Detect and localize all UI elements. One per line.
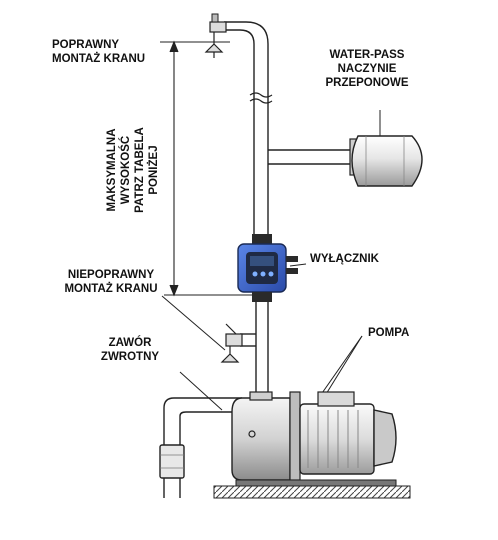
incorrect-faucet-icon [220,323,243,363]
ground-base [213,485,411,499]
expansion-tank [349,135,423,187]
tank-branch-pipe [268,149,350,165]
label-check-valve: ZAWÓR ZWROTNY [100,337,160,363]
pressure-switch-controller [237,234,298,302]
max-height-dimension [160,40,256,297]
label-expansion-tank: WATER-PASS NACZYNIE PRZEPONOWE [325,49,409,89]
pump-riser-pipe [240,300,269,398]
pump [231,391,397,487]
label-switch: WYŁĄCZNIK [310,253,379,265]
label-incorrect-faucet-mount: NIEPOPRAWNY MONTAŻ KRANU [64,269,158,295]
label-correct-faucet-mount: POPRAWNY MONTAŻ KRANU [52,39,146,65]
correct-faucet-icon [204,13,227,58]
check-valve [159,444,185,479]
suction-pipe [163,397,242,498]
main-riser-pipe [224,21,273,235]
label-pump: POMPA [368,327,410,339]
